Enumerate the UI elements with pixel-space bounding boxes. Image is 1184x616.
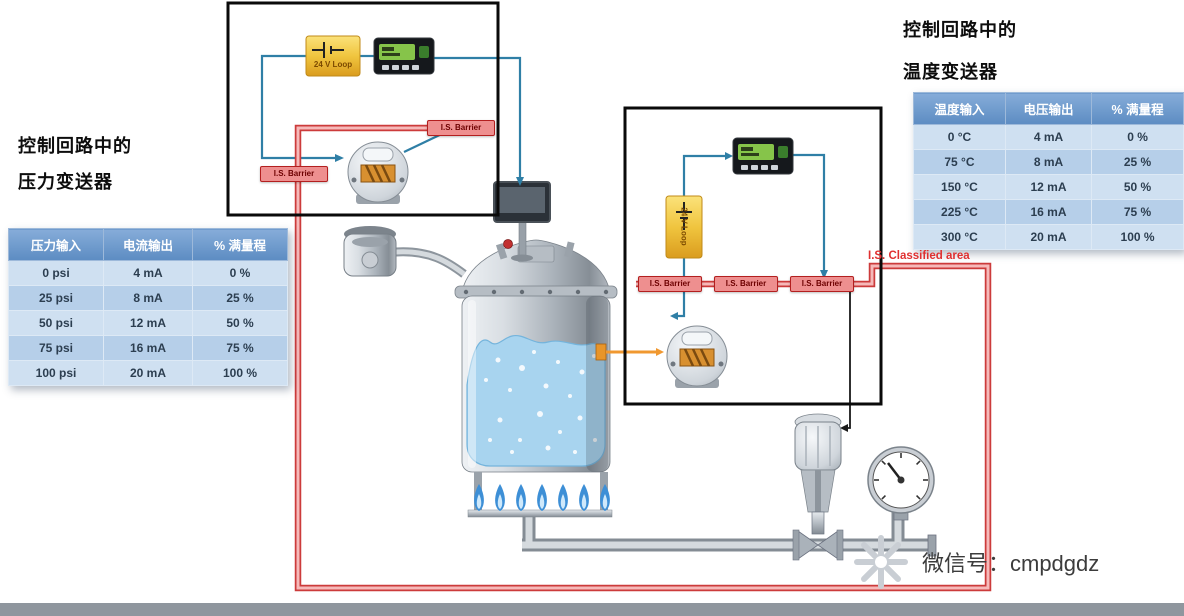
process-piping: [522, 510, 937, 557]
frame-pressure-loop: [226, 1, 500, 217]
table-cell: 8 mA: [1004, 149, 1093, 175]
flange-bolts: [463, 289, 609, 295]
temperature-table-header: % 满量程: [1091, 92, 1184, 125]
tank-liquid: [466, 334, 606, 467]
table-cell: 16 mA: [1004, 199, 1093, 225]
table-cell: 25 %: [1091, 149, 1184, 175]
classified-area-label: I.S. Classified area: [868, 250, 970, 262]
table-cell: 100 psi: [8, 360, 104, 386]
sensor-wire-orange: [606, 348, 664, 356]
right-title-line2: 温度变送器: [903, 62, 998, 82]
battery-icon: [676, 202, 692, 230]
liquid-bubbles: [484, 350, 597, 454]
table-cell: 50 %: [192, 310, 288, 336]
loop-indicator-display-2: [732, 137, 794, 175]
table-row: 75 °C 8 mA 25 %: [913, 149, 1184, 175]
is-barrier-label: I.S. Barrier: [638, 276, 702, 292]
pressure-table-header: % 满量程: [192, 228, 288, 261]
table-cell: 25 psi: [8, 285, 104, 311]
gauge-needle: [887, 462, 902, 481]
table-row: 0 psi 4 mA 0 %: [8, 260, 288, 286]
left-title-line2: 压力变送器: [18, 172, 113, 192]
table-cell: 300 °C: [913, 224, 1006, 250]
vessel-pressure-instrument: [343, 226, 467, 278]
table-cell: 8 mA: [103, 285, 193, 311]
is-barrier-label: I.S. Barrier: [790, 276, 854, 292]
pressure-table-header: 压力输入: [8, 228, 104, 261]
table-cell: 25 %: [192, 285, 288, 311]
is-barrier-label: I.S. Barrier: [427, 120, 495, 136]
table-row: 225 °C 16 mA 75 %: [913, 199, 1184, 225]
loop-power-supply-1: [305, 35, 361, 77]
table-cell: 16 mA: [103, 335, 193, 361]
temperature-table: 温度输入 电压输出 % 满量程 0 °C 4 mA 0 % 75 °C 8 mA…: [913, 92, 1184, 250]
table-cell: 0 °C: [913, 124, 1006, 150]
temperature-table-header: 温度输入: [913, 92, 1006, 125]
table-row: 150 °C 12 mA 50 %: [913, 174, 1184, 200]
pressure-transmitter-icon: [346, 140, 410, 206]
table-row: 25 psi 8 mA 25 %: [8, 285, 288, 311]
table-cell: 75 °C: [913, 149, 1006, 175]
teal-arrowheads: [335, 128, 828, 320]
table-row: 50 psi 12 mA 50 %: [8, 310, 288, 336]
watermark-text: 微信号：cmpdgdz: [922, 551, 1100, 576]
loop-indicator-display-1: [373, 37, 435, 75]
temperature-table-header-row: 温度输入 电压输出 % 满量程: [913, 92, 1184, 125]
pressure-table-header: 电流输出: [103, 228, 193, 261]
table-cell: 20 mA: [1004, 224, 1093, 250]
loop-24v-label: 24 V Loop: [679, 207, 689, 246]
burner-flames: [467, 484, 613, 518]
right-title-line1: 控制回路中的: [903, 20, 1017, 40]
is-barrier-label: I.S. Barrier: [714, 276, 778, 292]
watermark-logo-icon: [854, 535, 908, 589]
pressure-table-header-row: 压力输入 电流输出 % 满量程: [8, 228, 288, 261]
tank-top-display: [493, 181, 551, 262]
valve-wiring-black: [840, 286, 851, 432]
table-cell: 75 %: [1091, 199, 1184, 225]
table-cell: 20 mA: [103, 360, 193, 386]
table-cell: 50 %: [1091, 174, 1184, 200]
pressure-table: 压力输入 电流输出 % 满量程 0 psi 4 mA 0 % 25 psi 8 …: [8, 228, 288, 386]
table-cell: 0 psi: [8, 260, 104, 286]
table-cell: 75 %: [192, 335, 288, 361]
table-cell: 75 psi: [8, 335, 104, 361]
table-cell: 12 mA: [103, 310, 193, 336]
control-valve: [792, 413, 844, 561]
loop-power-supply-2: [665, 195, 703, 259]
table-cell: 4 mA: [103, 260, 193, 286]
table-row: 75 psi 16 mA 75 %: [8, 335, 288, 361]
table-cell: 12 mA: [1004, 174, 1093, 200]
temperature-transmitter-icon: [665, 324, 729, 390]
table-cell: 150 °C: [913, 174, 1006, 200]
table-row: 0 °C 4 mA 0 %: [913, 124, 1184, 150]
battery-icon: [312, 42, 344, 58]
table-row: 300 °C 20 mA 100 %: [913, 224, 1184, 250]
frame-temperature-loop: [623, 106, 883, 406]
table-cell: 4 mA: [1004, 124, 1093, 150]
table-cell: 0 %: [192, 260, 288, 286]
is-barrier-label: I.S. Barrier: [260, 166, 328, 182]
flame: [474, 484, 484, 511]
table-cell: 0 %: [1091, 124, 1184, 150]
table-cell: 50 psi: [8, 310, 104, 336]
left-title-line1: 控制回路中的: [18, 136, 132, 156]
pressure-gauge: [867, 446, 935, 521]
is-red-loop: [294, 124, 992, 592]
temperature-table-header: 电压输出: [1004, 92, 1093, 125]
gauge-ticks: [874, 453, 928, 500]
table-cell: 100 %: [1091, 224, 1184, 250]
table-cell: 100 %: [192, 360, 288, 386]
table-cell: 225 °C: [913, 199, 1006, 225]
table-row: 100 psi 20 mA 100 %: [8, 360, 288, 386]
loop-24v-label: 24 V Loop: [313, 60, 353, 69]
process-tank: [454, 239, 618, 512]
bottom-bar: [0, 603, 1184, 616]
